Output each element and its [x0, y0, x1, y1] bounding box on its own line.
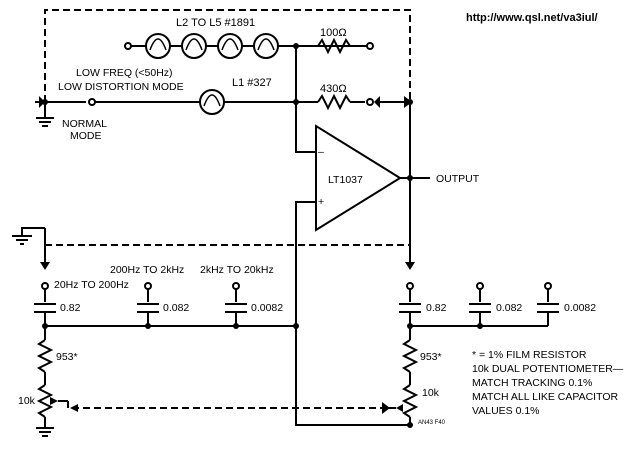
- cap-left-3-icon: [225, 303, 247, 313]
- cap-left-1-icon: [34, 303, 56, 313]
- ground-top-left-icon: [12, 227, 45, 245]
- note-4: MATCH ALL LIKE CAPACITOR: [472, 391, 618, 403]
- svg-text:–: –: [318, 146, 324, 158]
- left-network: [34, 282, 299, 437]
- pot-right-icon: [401, 384, 419, 418]
- note-5: VALUES 0.1%: [472, 405, 540, 417]
- lamp-l4-icon: [217, 33, 243, 59]
- pot-right-label: 10k: [422, 387, 440, 399]
- mode-label: MODE: [70, 130, 102, 142]
- cap-right-2-label: 0.082: [496, 302, 522, 314]
- lamp-bank-l2-l5: [124, 33, 374, 59]
- r100-label: 100Ω: [320, 27, 347, 39]
- cap-left-2-label: 0.082: [163, 302, 189, 314]
- pot-left-label: 10k: [18, 395, 36, 407]
- lamp1-label: L1 #327: [232, 77, 272, 89]
- resistor-430-icon: [317, 93, 351, 111]
- right-network: [380, 282, 559, 428]
- lamp-l2-icon: [145, 33, 171, 59]
- ground-left-icon: [36, 417, 54, 437]
- cap-right-1-icon: [399, 303, 421, 313]
- cap-right-3-icon: [537, 303, 559, 313]
- resistor-100-icon: [317, 37, 351, 55]
- low-dist-label: LOW DISTORTION MODE: [58, 81, 184, 93]
- pot-gang-link: [67, 401, 380, 409]
- opamp-label: LT1037: [328, 174, 363, 186]
- source-url[interactable]: http://www.qsl.net/va3iul/: [466, 12, 598, 24]
- svg-text:+: +: [318, 196, 324, 208]
- range1-label: 20Hz TO 200Hz: [54, 279, 129, 291]
- r430-label: 430Ω: [320, 83, 347, 95]
- lamp-l5-icon: [253, 33, 279, 59]
- pot-left-icon: [36, 384, 54, 418]
- cap-right-3-label: 0.0082: [564, 302, 596, 314]
- range3-label: 2kHz TO 20kHz: [200, 264, 274, 276]
- lamp-l3-icon: [181, 33, 207, 59]
- ground-normal-icon: [36, 102, 54, 127]
- cap-left-2-icon: [137, 303, 159, 313]
- r953-left-label: 953*: [56, 351, 78, 363]
- cap-right-2-icon: [469, 303, 491, 313]
- note-1: * = 1% FILM RESISTOR: [472, 349, 587, 361]
- lamps-label: L2 TO L5 #1891: [176, 17, 255, 29]
- cap-right-1-label: 0.82: [426, 302, 447, 314]
- note-2: 10k DUAL POTENTIOMETER—: [472, 363, 624, 375]
- lamp-l1-icon: [199, 89, 225, 115]
- output-label: OUTPUT: [436, 173, 480, 185]
- range2-label: 200Hz TO 2kHz: [110, 264, 184, 276]
- note-3: MATCH TRACKING 0.1%: [472, 377, 592, 389]
- figure-id: AN43 F40: [418, 420, 446, 426]
- low-freq-label: LOW FREQ (<50Hz): [76, 67, 173, 79]
- switch-link-top: [44, 9, 411, 102]
- opamp-lt1037: – +: [315, 124, 402, 232]
- cap-left-1-label: 0.82: [60, 302, 81, 314]
- resistor-953-left-icon: [36, 339, 54, 373]
- normal-label: NORMAL: [62, 118, 107, 130]
- feedback-wire: [295, 46, 316, 153]
- positive-input-wire: [295, 201, 410, 426]
- lamp-l1-row: [35, 89, 413, 127]
- resistor-953-right-icon: [401, 339, 419, 373]
- r953-right-label: 953*: [420, 351, 442, 363]
- cap-left-3-label: 0.0082: [251, 302, 283, 314]
